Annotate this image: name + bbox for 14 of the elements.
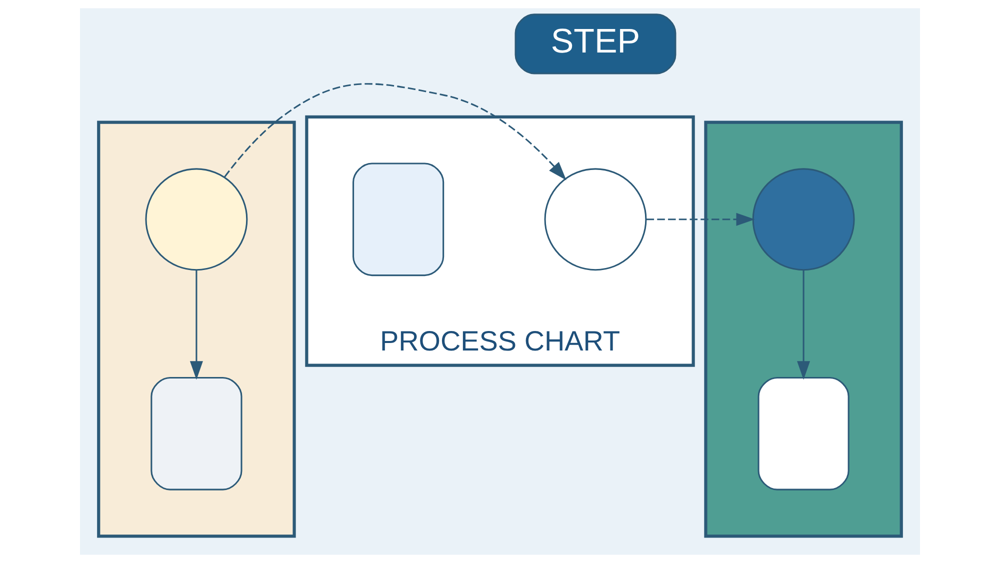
arrow — [646, 212, 755, 226]
cluster — [97, 120, 296, 538]
node-box — [150, 376, 242, 490]
node-box — [758, 376, 850, 490]
cluster: PROCESS CHART — [305, 115, 695, 367]
arrow — [224, 83, 566, 180]
node-box: STEP — [514, 14, 676, 74]
node-circle — [544, 168, 647, 271]
arrow — [797, 270, 810, 380]
arrow — [190, 270, 203, 380]
node-circle — [752, 168, 855, 271]
node-box — [352, 162, 444, 276]
node-circle — [145, 168, 248, 271]
cluster — [704, 120, 903, 538]
